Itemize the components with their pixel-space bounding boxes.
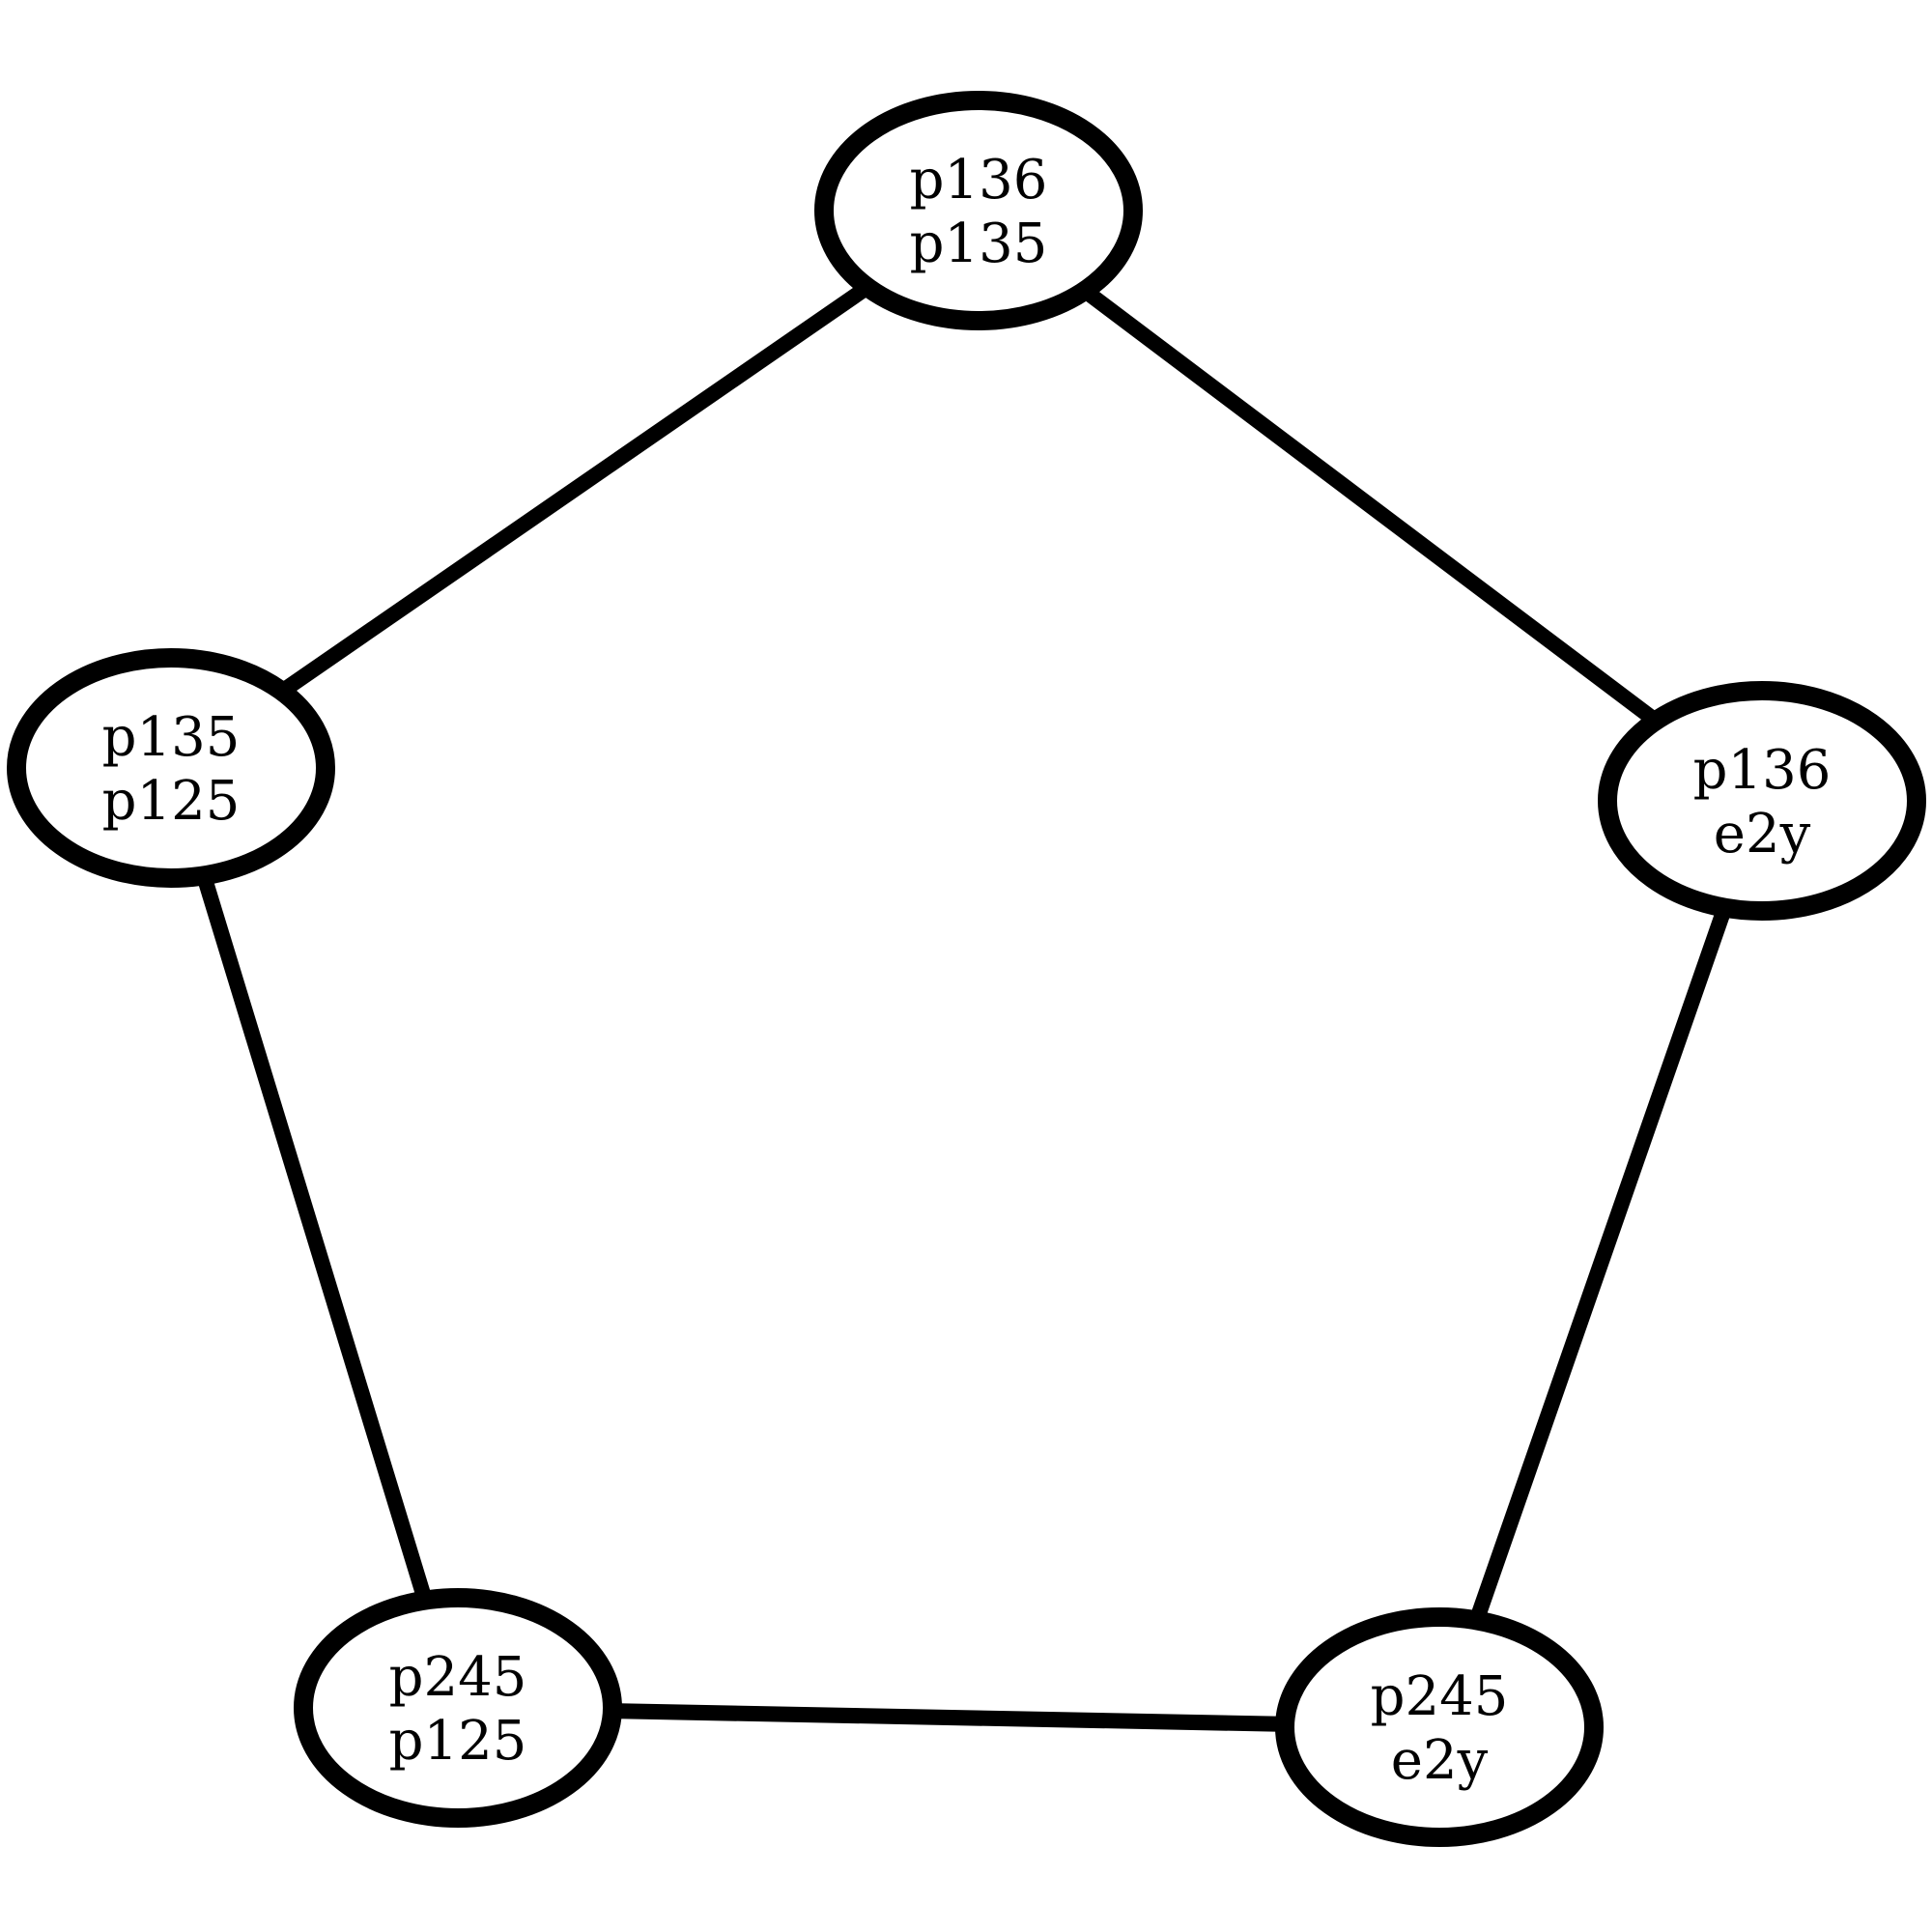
node-ellipse — [1598, 681, 1926, 921]
node-label-line-1: p136 — [1693, 739, 1832, 802]
node-label-line-2: p125 — [102, 770, 241, 833]
edge-left-bottom-left — [163, 765, 466, 1711]
node-label-line-1: p135 — [102, 706, 241, 769]
node-label-line-2: e2y — [1714, 803, 1811, 866]
node-ellipse — [814, 91, 1143, 330]
node-ellipse — [7, 648, 335, 888]
node-ellipse — [1275, 1607, 1604, 1847]
edge-top-left — [166, 204, 983, 775]
node-label-line-2: p125 — [389, 1710, 527, 1773]
edge-top-right — [974, 204, 1767, 808]
node-ellipse — [294, 1588, 622, 1828]
edge-right-bottom-right — [1432, 798, 1770, 1730]
node-label-line-2: e2y — [1391, 1729, 1489, 1792]
node-label-line-1: p136 — [910, 149, 1048, 212]
node-label-line-1: p245 — [1371, 1665, 1509, 1728]
node-label-line-1: p245 — [389, 1646, 527, 1709]
edges — [163, 204, 1770, 1735]
node-label-line-2: p135 — [910, 213, 1048, 275]
